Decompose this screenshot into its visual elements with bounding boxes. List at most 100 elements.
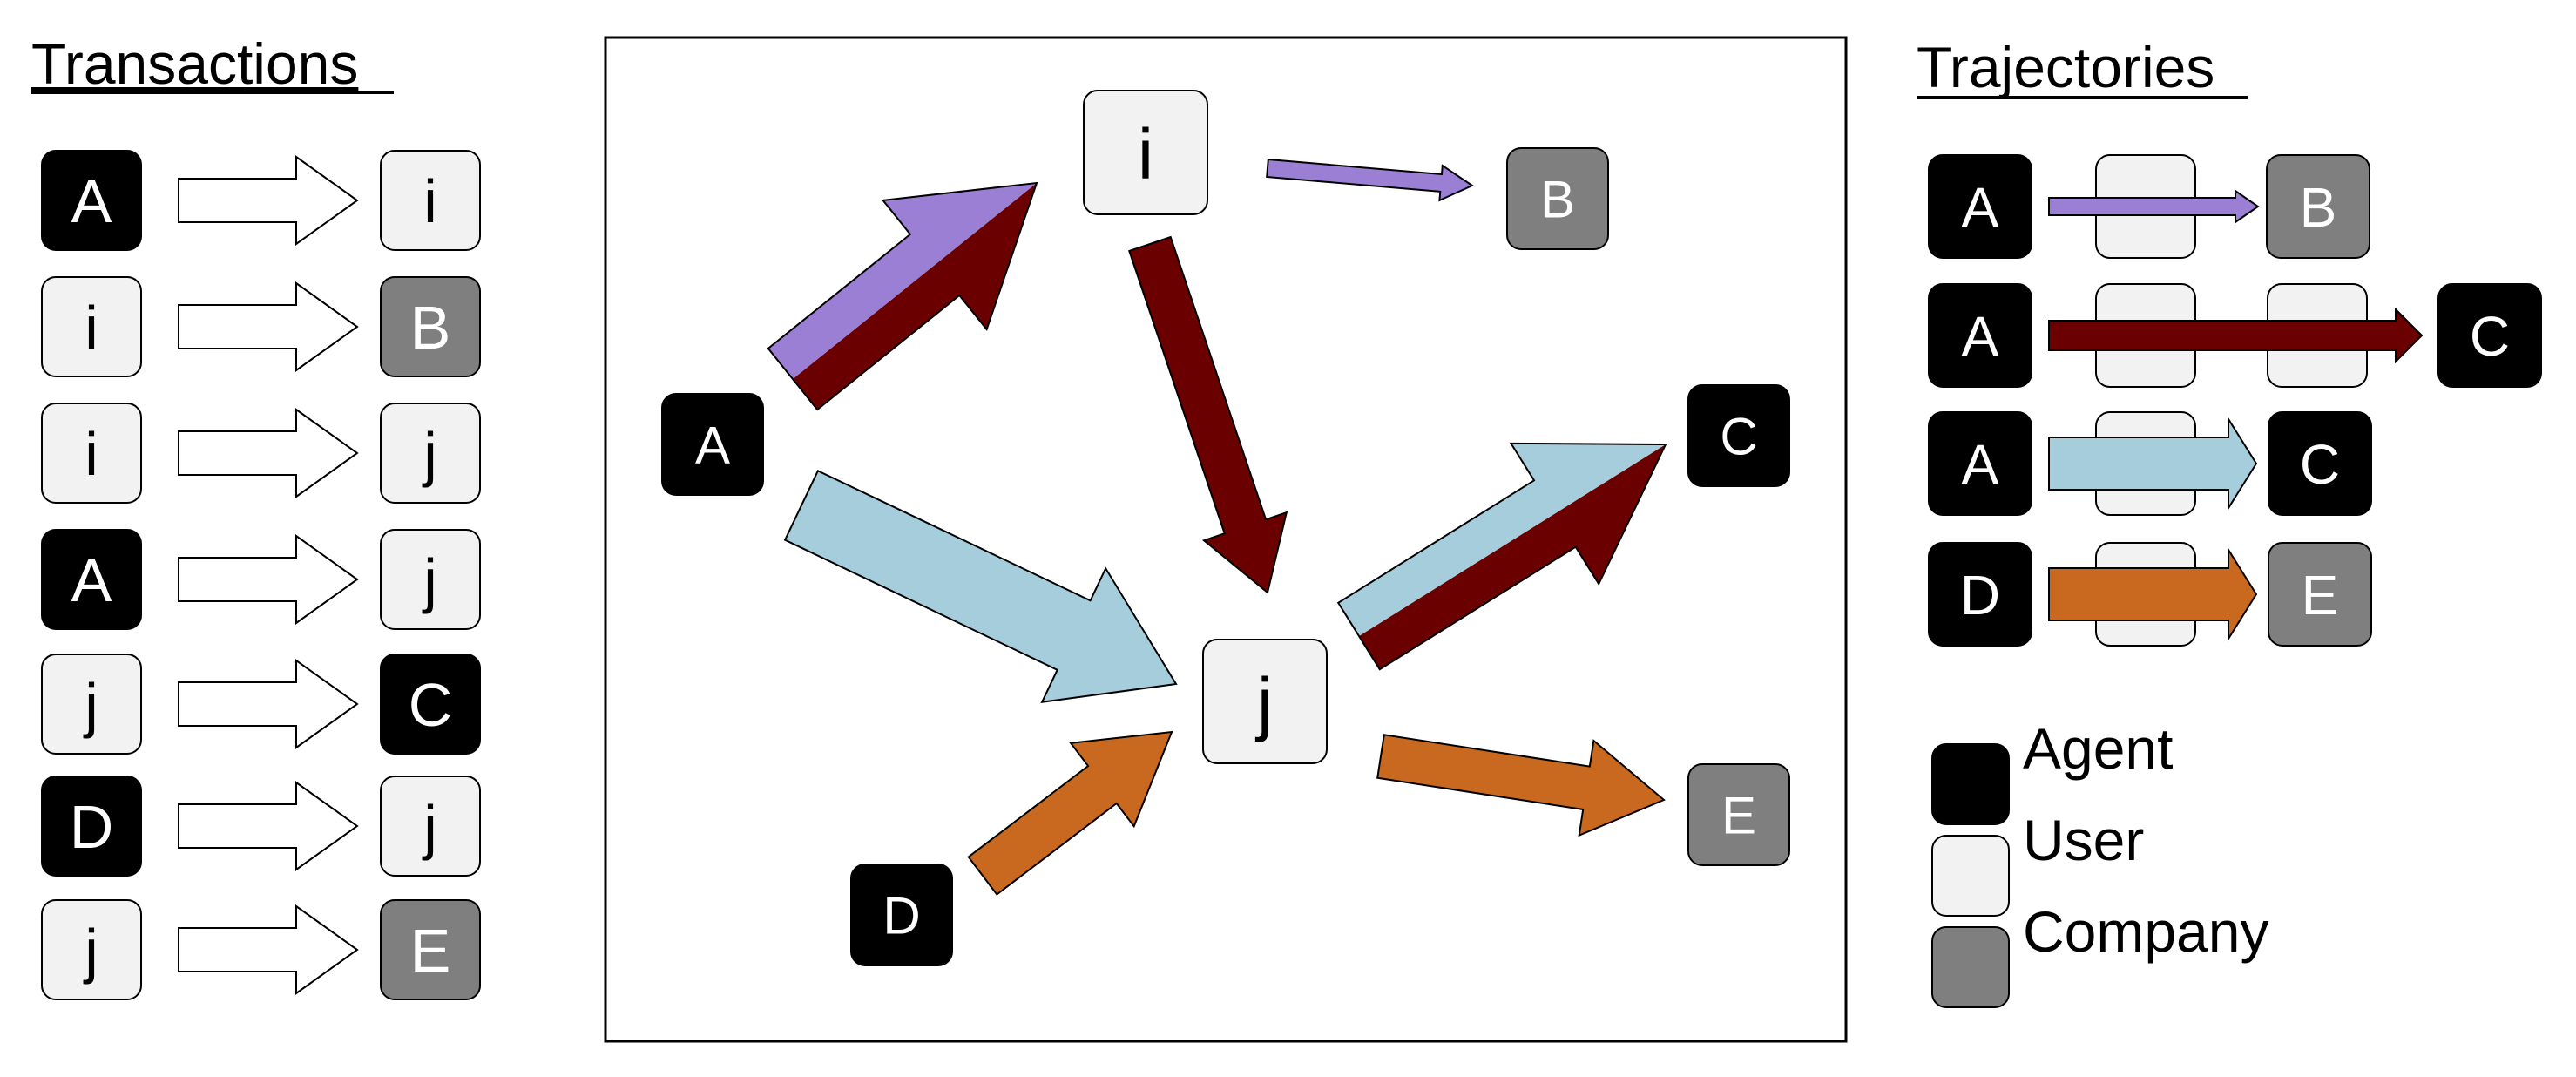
transaction-from-node-box (41, 150, 142, 251)
graph-node-B: B (1506, 147, 1609, 250)
legend-label-company: Company (2023, 899, 2268, 964)
graph-node-B-label: B (1540, 171, 1575, 229)
graph-edge-i-B (1266, 158, 1475, 202)
trajectory-end-node-box (2268, 411, 2372, 516)
transaction-from-node-box (41, 776, 142, 877)
graph-node-j-box (1202, 639, 1328, 764)
transaction-from-node-label: i (85, 420, 98, 488)
trajectory-end-node-label: C (2470, 305, 2510, 368)
graph-edge-i-B-shape (1266, 158, 1475, 202)
trajectory-end-node: B (2266, 154, 2370, 259)
trajectory-arrow-lightblue (2048, 416, 2258, 511)
transaction-to-node-box (380, 403, 481, 504)
transaction-to-node-label: j (422, 546, 437, 614)
transaction-to-node: j (380, 776, 481, 877)
trajectory-arrow-orange-shape (2048, 546, 2258, 642)
graph-node-i: i (1083, 90, 1208, 215)
legend-swatch-agent-box (1931, 743, 2010, 825)
trajectory-arrow-maroon-shape (2048, 307, 2424, 364)
legend-swatch-user (1931, 835, 2010, 917)
transaction-to-node: j (380, 529, 481, 630)
transaction-arrow-shape (178, 408, 359, 498)
trajectory-end-node: C (2268, 411, 2372, 516)
transaction-to-node-label: E (410, 917, 451, 985)
transaction-from-node: D (41, 776, 142, 877)
trajectories-title: Trajectories (1917, 35, 2214, 99)
transaction-arrow (178, 281, 359, 372)
transaction-to-node-box (380, 529, 481, 630)
graph-edge-A-i-outline (767, 181, 1038, 411)
trajectory-arrow-purple (2048, 189, 2260, 224)
graph-edge-A-j-shape (783, 469, 1178, 704)
trajectory-start-node: A (1928, 154, 2032, 259)
transaction-from-node: j (41, 654, 142, 755)
transaction-from-node-label: A (71, 167, 112, 235)
trajectory-start-node: A (1928, 283, 2032, 388)
transaction-to-node-box (380, 276, 481, 377)
graph-node-B-box (1506, 147, 1609, 250)
graph-node-C: C (1687, 384, 1790, 487)
transaction-to-node-box (380, 899, 481, 1000)
transaction-from-node: j (41, 899, 142, 1000)
graph-edge-j-C (1336, 442, 1667, 671)
transaction-from-node-box (41, 529, 142, 630)
transaction-to-node-label: C (409, 671, 453, 739)
graph-node-j-label: j (1255, 664, 1273, 743)
trajectory-arrow-orange (2048, 546, 2258, 642)
trajectory-start-node-box (1928, 411, 2032, 516)
trajectory-end-node: C (2437, 283, 2542, 388)
transaction-from-node-label: D (70, 793, 114, 861)
transaction-from-node-label: i (85, 294, 98, 362)
trajectory-start-node-box (1928, 283, 2032, 388)
graph-node-A-box (661, 393, 764, 496)
trajectory-end-node-label: B (2300, 176, 2337, 239)
transaction-from-node: i (41, 403, 142, 504)
graph-node-E: E (1687, 763, 1790, 866)
graph-edge-j-C-half-lightblue (1338, 443, 1666, 636)
graph-node-E-box (1687, 763, 1790, 866)
graph-edge-A-j (783, 469, 1178, 704)
transaction-to-node: j (380, 403, 481, 504)
graph-edge-j-C-half-maroon (1359, 444, 1666, 670)
graph-edges (767, 158, 1667, 896)
graph-edge-j-C-outline (1336, 442, 1667, 671)
trajectory-start-node: D (1928, 542, 2032, 647)
transaction-from-node: A (41, 150, 142, 251)
graph-node-C-box (1687, 384, 1790, 487)
graph-edge-A-i-half-purple (767, 183, 1037, 379)
graph-node-D: D (850, 864, 953, 966)
transaction-arrow (178, 659, 359, 749)
trajectory-end-node-box (2266, 154, 2370, 259)
transaction-to-node-box (380, 776, 481, 877)
transaction-arrow (178, 534, 359, 625)
trajectory-arrow-maroon (2048, 307, 2424, 364)
graph-node-i-box (1083, 90, 1208, 215)
legend-label-user: User (2023, 808, 2144, 872)
transaction-arrow (178, 781, 359, 871)
legend-swatch-agent (1931, 743, 2010, 825)
trajectory-start-node-box (1928, 154, 2032, 259)
transaction-arrow-shape (178, 781, 359, 871)
trajectory-start-node-label: A (1962, 305, 1999, 368)
graph-edge-A-i-half-maroon (793, 183, 1037, 410)
transactions-title: Transactions (31, 31, 358, 96)
transaction-to-node-label: B (410, 294, 451, 362)
graph-edge-i-j-shape (1128, 235, 1288, 594)
graph-edge-j-E (1376, 734, 1666, 837)
transaction-arrow (178, 408, 359, 498)
trajectory-end-node-box (2437, 283, 2542, 388)
graph-node-E-label: E (1721, 787, 1756, 845)
transaction-to-node: C (380, 654, 481, 755)
graph-node-D-label: D (882, 887, 920, 945)
trajectory-arrow-lightblue-shape (2048, 416, 2258, 511)
trajectory-start-node-box (1928, 542, 2032, 647)
transaction-to-node-label: i (423, 167, 437, 235)
graph-node-C-label: C (1720, 408, 1757, 466)
